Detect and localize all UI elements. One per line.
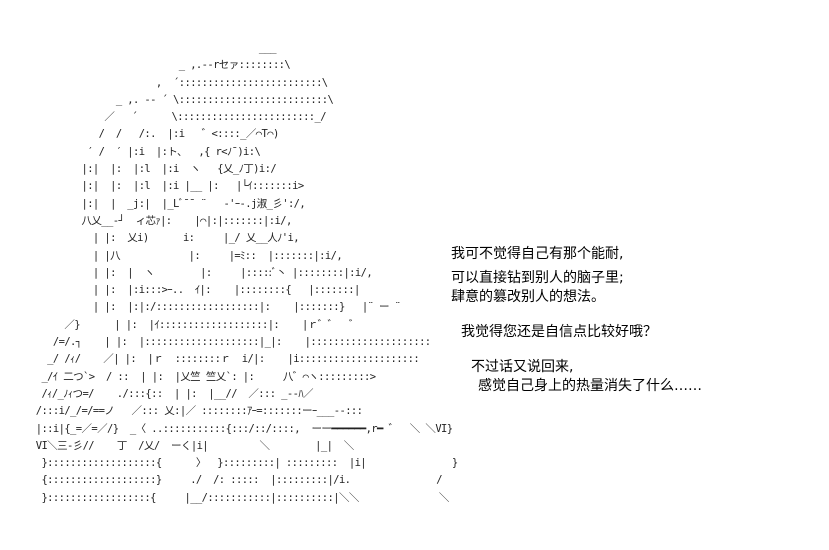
ascii-art-text: ___ _ ,.-‐rセァ::::::::\ , ´::::::::::::::…	[35, 42, 458, 504]
dialogue-line-3: 肆意的篡改别人的想法。	[451, 289, 605, 305]
dialogue-line-6: 感觉自己身上的热量消失了什么……	[478, 378, 702, 394]
dialogue-line-4: 我觉得您还是自信点比较好哦？	[461, 324, 657, 340]
dialogue-line-5: 不过话又说回来,	[471, 359, 574, 375]
dialogue-line-2: 可以直接钻到别人的脑子里;	[451, 270, 624, 286]
ascii-art-illustration: ___ _ ,.-‐rセァ::::::::\ , ´::::::::::::::…	[30, 40, 470, 530]
dialogue-line-1: 我可不觉得自己有那个能耐,	[451, 246, 624, 262]
